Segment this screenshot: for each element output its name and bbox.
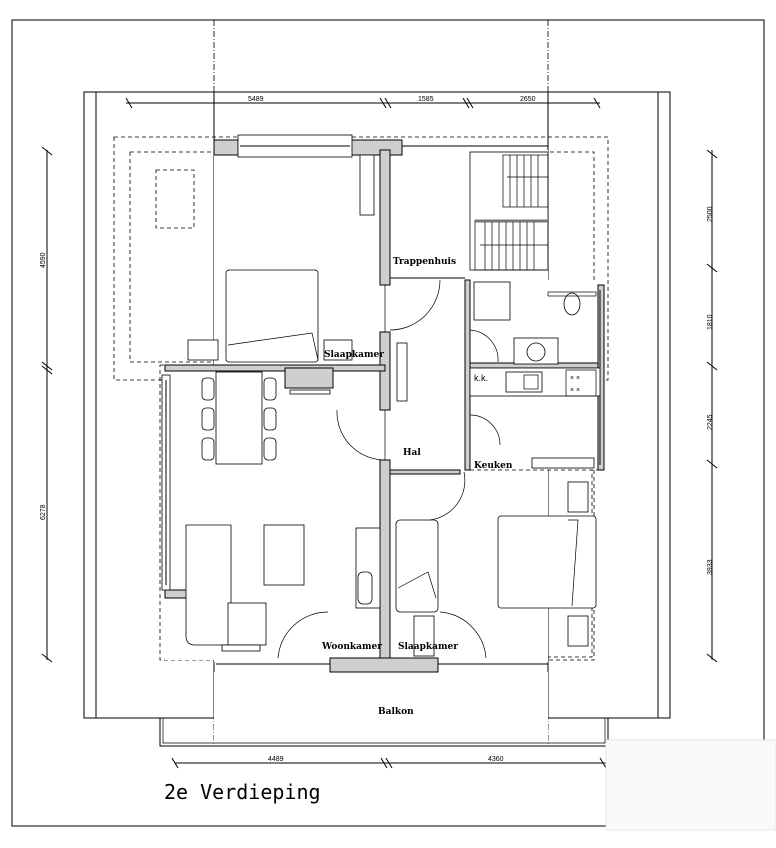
dimension-top-2: 1585 — [418, 96, 434, 103]
dimension-line-left: 4590 6278 — [40, 146, 53, 663]
living-room-furniture — [185, 371, 381, 652]
balcony — [159, 672, 609, 747]
bedroom-top-furniture — [187, 154, 408, 402]
floor-title: 2e Verdieping — [164, 780, 321, 804]
bathroom-kitchen-fixtures: × × × × — [469, 281, 601, 469]
room-label-trappenhuis: Trappenhuis — [393, 257, 456, 267]
dimension-bottom-2: 4360 — [488, 756, 504, 763]
dimension-line-bottom: 4489 4360 — [171, 756, 607, 769]
dimension-top-1: 5489 — [248, 96, 264, 103]
staircase — [469, 151, 549, 271]
windows — [161, 134, 601, 665]
dimension-right-3: 2245 — [707, 414, 714, 430]
drawing-frame — [11, 19, 765, 827]
room-label-woonkamer: Woonkamer — [321, 642, 382, 652]
room-label-hal: Hal — [403, 448, 421, 458]
dimension-bottom-1: 4489 — [268, 756, 284, 763]
dimension-right-1: 2500 — [707, 206, 714, 222]
dimension-line-right: 2500 1810 2245 3933 — [706, 149, 718, 663]
dimension-line-top: 5489 1585 2650 — [125, 96, 601, 109]
bedroom-bottom-furniture — [395, 481, 597, 657]
dimension-right-2: 1810 — [707, 314, 714, 330]
room-label-slaapkamer-top: Slaapkamer — [324, 350, 384, 360]
room-label-slaapkamer-bottom: Slaapkamer — [398, 642, 458, 652]
svg-text:× ×: × × — [570, 375, 580, 382]
label-kk: k.k. — [474, 373, 488, 383]
redacted-area — [605, 739, 776, 831]
room-label-balkon: Balkon — [378, 707, 414, 717]
dimension-left-1: 4590 — [40, 252, 47, 268]
svg-text:× ×: × × — [570, 387, 580, 394]
room-label-keuken: Keuken — [474, 461, 513, 471]
door-swings — [277, 279, 501, 659]
dimension-top-3: 2650 — [520, 96, 536, 103]
dimension-left-2: 6278 — [40, 504, 47, 520]
dimension-right-4: 3933 — [707, 559, 714, 575]
